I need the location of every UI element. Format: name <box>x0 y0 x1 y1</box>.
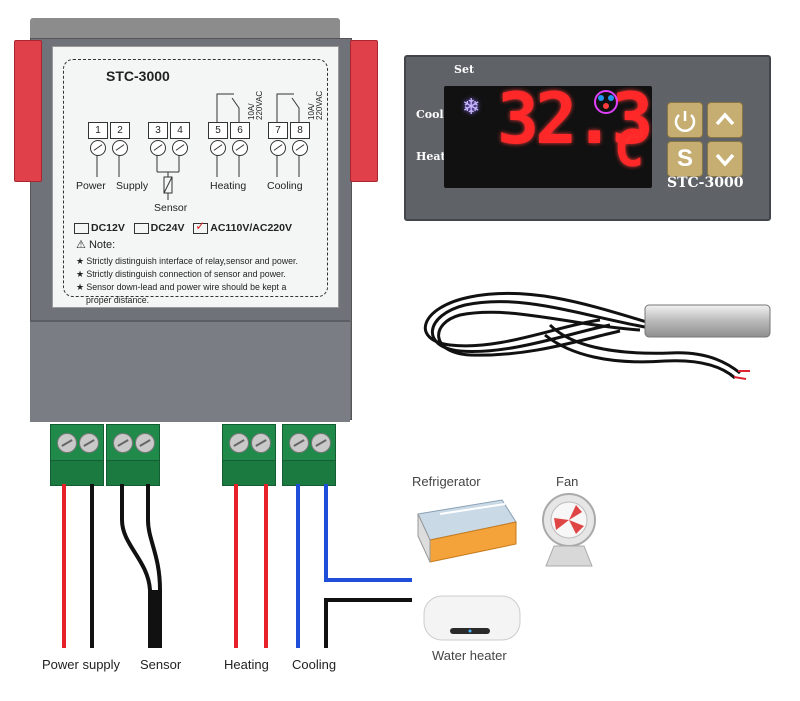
check-mark-icon: ✓ <box>195 218 206 233</box>
terminal-diagram: 1 2 3 4 5 6 7 8 <box>74 91 324 214</box>
cooling-black-branch <box>324 598 412 648</box>
terminal-number-3: 3 <box>148 122 168 139</box>
terminal-screw-icon <box>232 140 248 156</box>
screw-icon <box>311 433 331 453</box>
terminal-block-base <box>106 460 160 486</box>
group-label-heating: Heating <box>210 180 247 192</box>
screw-icon <box>113 433 133 453</box>
voltage-dc24v: DC24V <box>150 222 185 234</box>
group-label-cooling: Cooling <box>267 180 303 192</box>
screw-icon <box>57 433 77 453</box>
fan-icon <box>542 493 596 567</box>
group-label-sensor: Sensor <box>154 202 188 214</box>
terminal-number-4: 4 <box>170 122 190 139</box>
left-mounting-clip <box>14 40 42 182</box>
panel-model-label: STC-3000 <box>667 175 744 191</box>
water-heater-icon <box>423 595 521 641</box>
sensor-wire-a <box>120 484 152 648</box>
terminal-block-base <box>282 460 336 486</box>
label-water-heater: Water heater <box>432 648 507 663</box>
group-label-power: Power <box>76 180 106 192</box>
note-line-3: ★ Sensor down-lead and power wire should… <box>76 282 287 292</box>
terminal-number-5: 5 <box>208 122 228 139</box>
set-label: Set <box>454 63 475 76</box>
terminal-screw-icon <box>270 140 286 156</box>
terminal-number-6: 6 <box>230 122 250 139</box>
note-heading: ⚠ Note: <box>76 238 115 251</box>
screw-icon <box>229 433 249 453</box>
terminal-screw-icon <box>292 140 308 156</box>
terminal-block-heating <box>222 424 276 466</box>
refrigerator-icon <box>417 499 517 563</box>
label-cooling: Cooling <box>292 657 337 672</box>
power-icon <box>674 111 696 132</box>
screw-icon <box>79 433 99 453</box>
set-button[interactable]: S <box>667 141 703 177</box>
note-line-2: ★ Strictly distinguish connection of sen… <box>76 269 286 279</box>
up-button[interactable] <box>707 102 743 138</box>
chevron-up-icon <box>715 112 735 126</box>
wiring-label-card: STC-3000 1 2 3 4 5 6 7 8 <box>52 46 339 308</box>
group-label-supply: Supply <box>116 180 149 192</box>
down-button[interactable] <box>707 141 743 177</box>
voltage-options: DC12V DC24V ✓ AC110V/AC220V <box>74 219 292 234</box>
terminal-block-base <box>222 460 276 486</box>
checkbox-dc12v <box>74 222 89 234</box>
note-line-1: ★ Strictly distinguish interface of rela… <box>76 256 298 266</box>
terminal-block-cooling <box>282 424 336 466</box>
heat-indicator-icon <box>592 88 620 116</box>
power-button[interactable] <box>667 102 703 138</box>
terminal-screw-icon <box>90 140 106 156</box>
label-sensor: Sensor <box>140 657 182 672</box>
temperature-readout: 32.3 <box>497 78 654 160</box>
terminal-number-7: 7 <box>268 122 288 139</box>
temperature-probe <box>423 291 771 380</box>
terminal-block-base <box>50 460 104 486</box>
terminal-screw-icon <box>112 140 128 156</box>
temperature-unit: C <box>614 120 645 178</box>
terminal-screw-icon <box>210 140 226 156</box>
label-heating: Heating <box>224 657 269 672</box>
terminal-screw-icon <box>172 140 188 156</box>
cooling-blue-branch <box>324 484 412 582</box>
snowflake-icon: ❄ <box>462 94 481 119</box>
sensor-wire-b <box>146 484 162 648</box>
terminal-number-8: 8 <box>290 122 310 139</box>
note-title: Note: <box>88 239 116 251</box>
label-fan: Fan <box>556 474 579 489</box>
voltage-ac: AC110V/AC220V <box>210 222 292 234</box>
sensor-cable-jacket <box>150 590 162 648</box>
screw-icon <box>135 433 155 453</box>
terminal-block-power <box>50 424 104 466</box>
terminal-wiring-lines <box>96 93 300 200</box>
right-mounting-clip <box>350 40 378 182</box>
warning-triangle-icon: ⚠ <box>76 239 86 251</box>
voltage-dc12v: DC12V <box>91 222 125 234</box>
terminal-screw-icon <box>150 140 166 156</box>
controller-lower-housing <box>30 320 350 422</box>
label-refrigerator: Refrigerator <box>412 474 481 489</box>
terminal-number-2: 2 <box>110 122 130 139</box>
heat-label: Heat <box>416 150 446 163</box>
note-line-4: proper distance. <box>86 295 150 305</box>
screw-icon <box>289 433 309 453</box>
label-model-title: STC-3000 <box>106 68 170 84</box>
terminal-number-1: 1 <box>88 122 108 139</box>
checkbox-dc24v <box>133 222 149 234</box>
wiring-label-border: STC-3000 1 2 3 4 5 6 7 8 <box>63 59 328 305</box>
chevron-down-icon <box>715 153 735 167</box>
screw-icon <box>251 433 271 453</box>
cool-label: Cool <box>416 108 444 121</box>
label-power-supply: Power supply <box>42 657 121 672</box>
checkbox-ac: ✓ <box>193 219 209 234</box>
